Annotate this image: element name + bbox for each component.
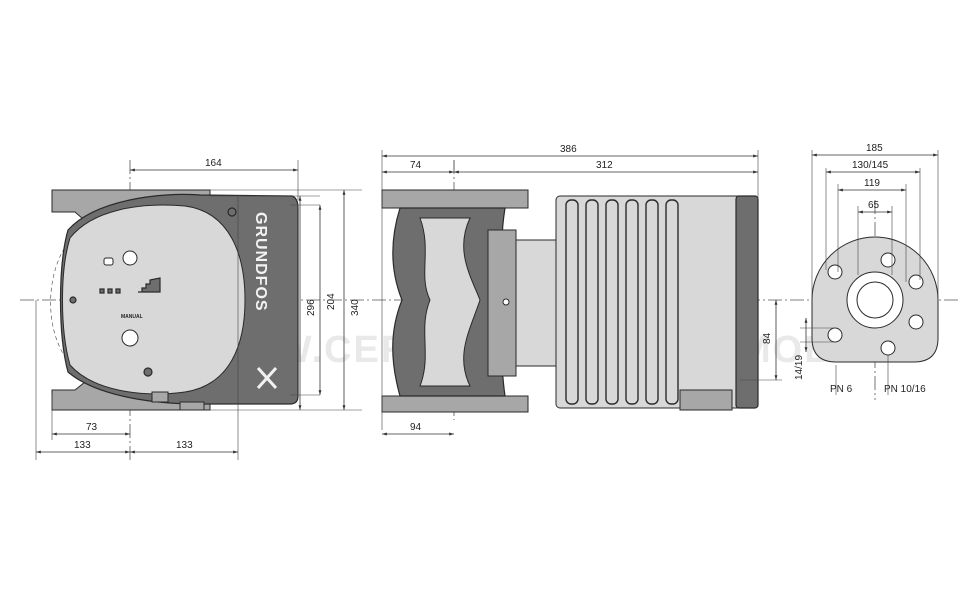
dim-label-133-left: 133 — [74, 440, 91, 451]
control-knob-icon[interactable] — [121, 329, 139, 347]
side-motor-body — [555, 195, 743, 409]
led-indicator-icon — [115, 288, 121, 294]
flange-view: 185 130/145 119 65 14/19 PN 6 PN 10/16 — [794, 143, 939, 400]
front-view: MANUAL GRUNDFOS 164 204 296 340 73 — [20, 158, 960, 460]
dim-label-119: 119 — [864, 178, 880, 189]
flange-bore-inner — [856, 281, 894, 319]
flange-bolt-hole — [880, 252, 896, 268]
dim-label-65: 65 — [868, 200, 880, 211]
dim-label-74: 74 — [410, 160, 422, 171]
dim-label-133-right: 133 — [176, 440, 193, 451]
control-screw-icon — [122, 250, 138, 266]
flange-bolt-hole — [908, 274, 924, 290]
pn-label-left: PN 6 — [830, 384, 853, 395]
dim-label-84: 84 — [762, 332, 773, 344]
side-shaft — [515, 239, 561, 367]
dim-label-296: 296 — [306, 299, 317, 316]
dim-label-130-145: 130/145 — [852, 160, 889, 171]
flange-bolt-hole — [827, 327, 843, 343]
dim-label-73: 73 — [86, 422, 98, 433]
side-casing-inner — [419, 217, 481, 387]
side-motor-neck — [487, 229, 517, 377]
side-view: 386 74 312 94 84 — [381, 144, 782, 436]
side-vent-icon — [502, 298, 510, 306]
manual-label: MANUAL — [121, 314, 143, 320]
panel-screw-icon — [227, 207, 237, 217]
side-flange-bottom — [381, 395, 529, 413]
speed-bars-icon — [138, 277, 161, 293]
flange-bolt-hole — [827, 264, 843, 280]
front-foot — [151, 391, 169, 403]
dim-label-340: 340 — [350, 299, 361, 316]
brand-logo: GRUNDFOS — [252, 212, 269, 312]
led-indicator-icon — [107, 288, 113, 294]
dim-label-386: 386 — [560, 144, 577, 155]
flange-bolt-hole — [908, 314, 924, 330]
side-cooling-fins — [565, 199, 679, 405]
dim-label-94: 94 — [410, 422, 422, 433]
flange-bolt-hole — [880, 340, 896, 356]
dim-label-185: 185 — [866, 143, 883, 154]
dim-label-14-19: 14/19 — [794, 355, 805, 380]
pn-label-right: PN 10/16 — [884, 384, 926, 395]
side-flange-top — [381, 189, 529, 209]
panel-screw-icon — [143, 367, 153, 377]
front-foot — [179, 401, 205, 411]
side-motor-endcap — [735, 195, 759, 409]
dim-label-204: 204 — [326, 293, 337, 310]
flange-bore — [846, 271, 904, 329]
dim-label-164: 164 — [205, 158, 222, 169]
dim-label-312: 312 — [596, 160, 613, 171]
brand-x-icon — [256, 366, 278, 390]
led-indicator-icon — [103, 257, 114, 266]
front-control-face — [62, 204, 246, 395]
panel-screw-icon — [69, 296, 77, 304]
led-indicator-icon — [99, 288, 105, 294]
side-terminal-box — [679, 389, 733, 411]
